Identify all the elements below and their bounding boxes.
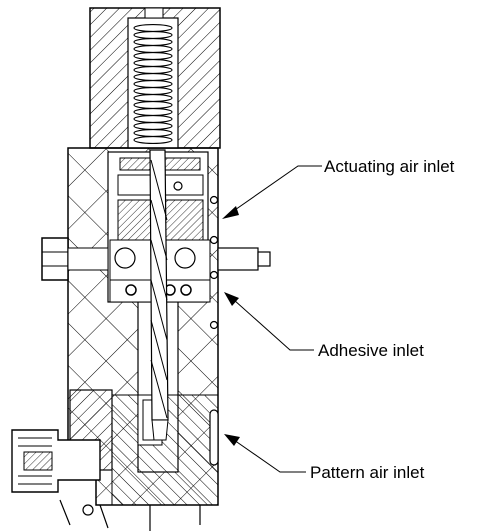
spring-coil [133, 101, 173, 109]
spring-coil [133, 108, 173, 116]
left-fitting [41, 237, 109, 281]
side-seals [209, 195, 219, 466]
spring-coil [133, 66, 173, 74]
spring-coil [133, 80, 173, 88]
spring-coil [133, 122, 173, 130]
callout-adhesive [224, 292, 314, 351]
spring-coil [133, 31, 173, 39]
label-pattern-air-inlet: Pattern air inlet [310, 463, 425, 482]
spring-coil [133, 129, 173, 137]
label-actuating-air-inlet: Actuating air inlet [324, 157, 455, 176]
spring-coil [133, 87, 173, 95]
spring-coil [133, 52, 173, 60]
spring-coil [133, 115, 173, 123]
spring [133, 24, 173, 144]
right-fitting [217, 247, 271, 271]
spring-coil [133, 94, 173, 102]
spring-coil [133, 59, 173, 67]
nozzle-mount [11, 389, 201, 531]
needle-shaft [149, 149, 169, 441]
spring-coil [133, 73, 173, 81]
callout-pattern-air [224, 434, 306, 473]
callout-actuating-air [222, 165, 322, 219]
spring-coil [133, 24, 173, 32]
spring-coil [133, 45, 173, 53]
spring-coil [133, 136, 173, 144]
label-adhesive-inlet: Adhesive inlet [318, 341, 424, 360]
spring-coil [133, 38, 173, 46]
